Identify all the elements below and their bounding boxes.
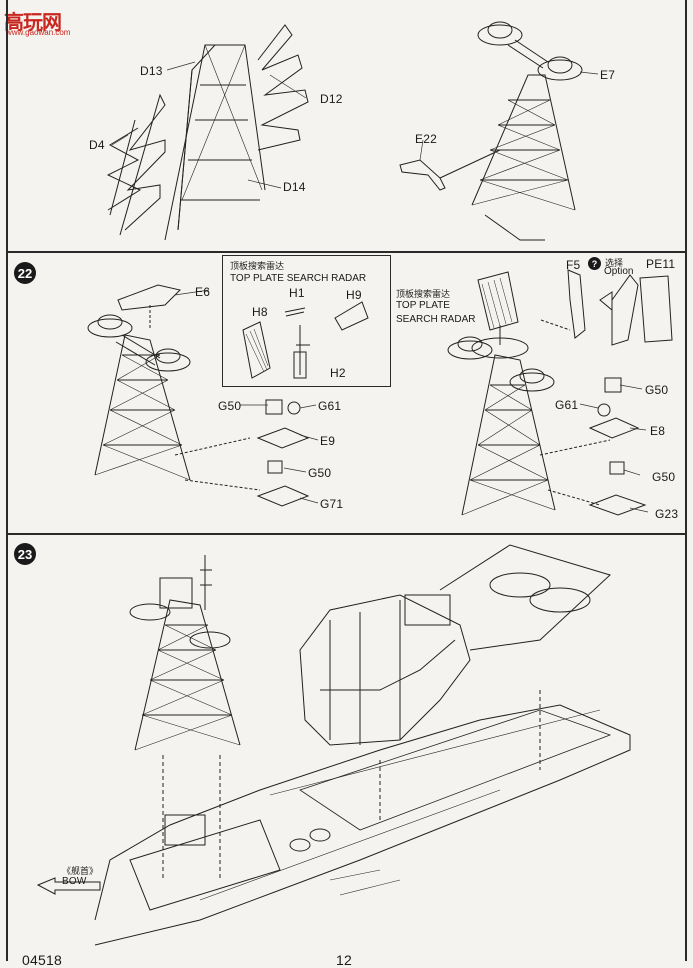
part-label-g50-right-b: G50 [652,470,676,484]
right-title-cn: 顶板搜索雷达 [396,289,451,299]
page-number: 12 [336,952,352,968]
right-title-line1: TOP PLATE [396,300,450,311]
part-label-e7: E7 [600,68,616,82]
part-label-d14: D14 [283,180,306,194]
mast-frame-exploded [106,24,309,241]
part-label-e9: E9 [320,434,336,448]
step22-mast-left [87,284,261,491]
part-label-pe11: PE11 [646,257,676,271]
part-label-h9: H9 [346,288,362,302]
step-number-23: 23 [14,543,36,565]
part-label-g50-left-b: G50 [308,466,332,480]
step23-mast [129,555,241,880]
option-marker-icon: ? [588,257,601,270]
watermark-url: www.gaowan.com [6,28,71,37]
bow-label: BOW [62,876,87,887]
frame-left [6,0,8,961]
part-label-e22: E22 [415,132,437,146]
bow-label-cn: 《舰首》 [62,866,99,876]
divider-top [6,251,687,253]
watermark-logo: 高玩网 [4,10,62,34]
inset-radar-box [222,255,391,387]
part-label-g71: G71 [320,497,344,511]
part-label-e6: E6 [195,285,211,299]
part-label-f5: F5 [566,258,581,272]
right-title-line2: SEARCH RADAR [396,314,476,325]
part-label-g61-left: G61 [318,399,342,413]
part-label-g61-right: G61 [555,398,579,412]
part-label-g50-right-a: G50 [645,383,669,397]
inset-radar-parts [242,301,369,379]
bow-arrow [36,877,101,895]
part-label-d12: D12 [320,92,343,106]
part-label-g50-left-a: G50 [218,399,242,413]
step23-hull [94,704,631,946]
inset-title-cn: 顶板搜索雷达 [230,261,285,271]
option-cn: 选择 [605,258,624,268]
part-label-h1: H1 [289,286,305,300]
divider-middle [6,533,687,535]
inset-title: TOP PLATE SEARCH RADAR [230,273,367,284]
mast-assembled-top [399,21,583,241]
part-label-d4: D4 [89,138,105,152]
part-label-e8: E8 [650,424,666,438]
part-label-g23: G23 [655,507,679,521]
step22-small-parts-left [256,399,310,507]
part-label-d13: D13 [140,64,163,78]
step23-superstructure [299,544,611,820]
step22-mast-right [447,269,673,516]
option-label: Option [604,266,634,277]
step-number-22: 22 [14,262,36,284]
part-label-h8: H8 [252,305,268,319]
kit-code: 04518 [22,952,62,968]
frame-right [685,0,687,961]
part-label-h2: H2 [330,366,346,380]
